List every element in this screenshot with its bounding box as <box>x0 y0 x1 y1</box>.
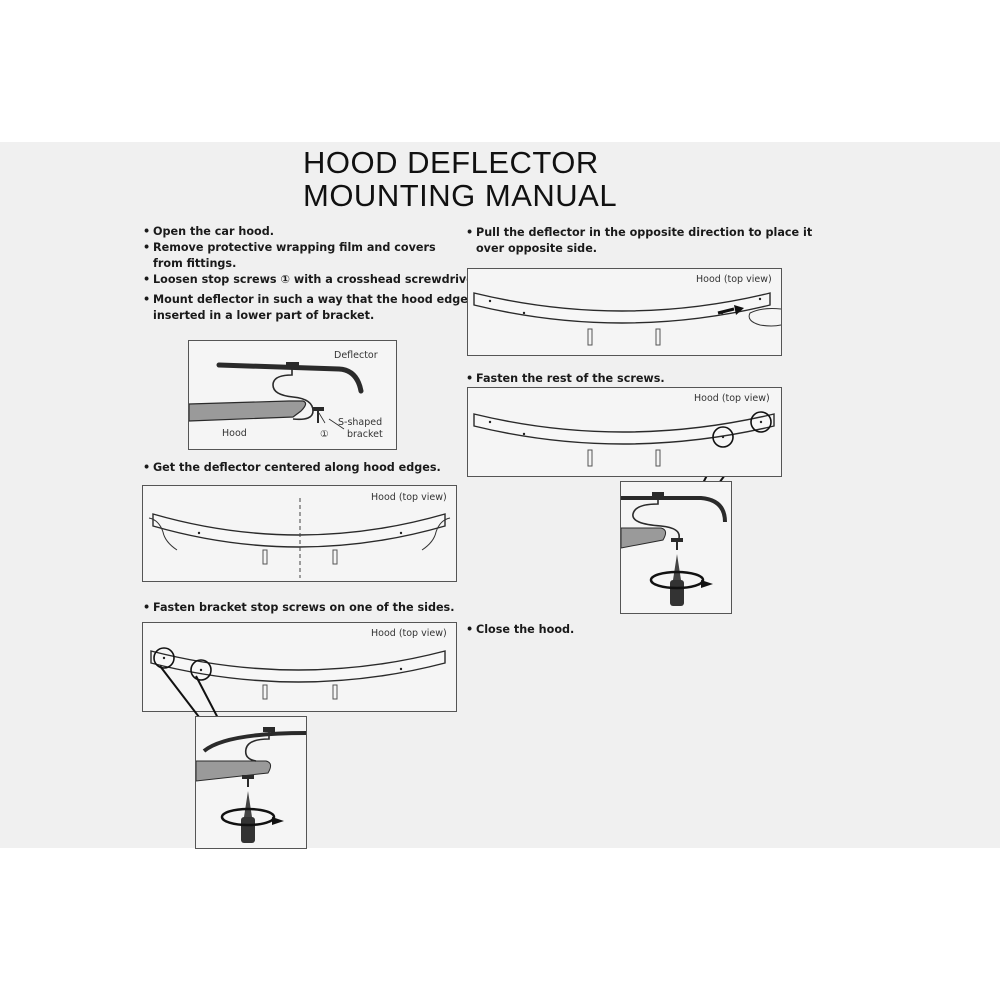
centered-top-view-figure: Hood (top view) <box>142 485 457 582</box>
screwdriver-detail-drawing <box>196 727 306 843</box>
s-shaped-bracket-shape <box>244 731 270 762</box>
bracket-side-view-drawing <box>189 362 364 430</box>
deflector-label: Deflector <box>334 350 378 361</box>
step-open-hood: •Open the car hood. <box>143 225 274 238</box>
step-mount-deflector: •Mount deflector in such a way that the … <box>143 293 483 322</box>
stop-screw-head <box>671 538 683 542</box>
deflector-shape <box>202 731 306 753</box>
rotate-arrow-icon <box>220 807 276 827</box>
screw-highlight-circle <box>712 426 734 448</box>
hood-label: Hood <box>222 428 247 439</box>
screwdriver-detail-drawing <box>621 492 727 606</box>
top-view-label: Hood (top view) <box>696 274 772 285</box>
step-center-deflector: •Get the deflector centered along hood e… <box>143 461 441 474</box>
pull-top-view-figure: Hood (top view) <box>467 268 782 356</box>
pull-top-view-drawing <box>473 292 781 346</box>
deflector-shape <box>621 496 727 523</box>
screwdriver-detail-left <box>195 716 307 849</box>
deflector-top-shape <box>473 413 775 445</box>
s-shaped-bracket-shape <box>632 496 680 539</box>
top-view-label: Hood (top view) <box>694 393 770 404</box>
step-loosen-screws: •Loosen stop screws ① with a crosshead s… <box>143 273 482 286</box>
deflector-shape <box>216 362 364 394</box>
one-side-top-view-figure: Hood (top view) <box>142 622 457 712</box>
top-view-label: Hood (top view) <box>371 492 447 503</box>
s-shaped-bracket-shape <box>272 367 314 421</box>
screw-leader-line <box>318 412 326 424</box>
hand-icon <box>748 308 781 327</box>
rest-screws-top-view-drawing <box>473 411 775 467</box>
manual-title-line2: MOUNTING MANUAL <box>303 178 618 213</box>
rest-screws-top-view-figure: Hood (top view) <box>467 387 782 477</box>
screwdriver-detail-right <box>620 481 732 614</box>
screwdriver-icon <box>244 791 252 817</box>
pull-arrow-icon <box>717 307 735 315</box>
step-fasten-rest: •Fasten the rest of the screws. <box>466 372 665 385</box>
rotate-arrow-icon <box>649 570 705 590</box>
centered-top-view-drawing <box>148 498 451 578</box>
screw-highlight-circle <box>750 411 772 433</box>
step-fasten-one-side: •Fasten bracket stop screws on one of th… <box>143 601 455 614</box>
top-view-label: Hood (top view) <box>371 628 447 639</box>
bracket-side-view-figure: Deflector Hood S-shaped bracket ① <box>188 340 397 450</box>
step-close-hood: •Close the hood. <box>466 623 575 636</box>
deflector-top-shape <box>152 513 446 548</box>
screw-marker-label: ① <box>320 429 329 440</box>
bracket-label: bracket <box>347 429 383 440</box>
step-remove-film: •Remove protective wrapping film and cov… <box>143 241 436 270</box>
deflector-top-shape <box>473 292 771 324</box>
bracket-clip <box>286 362 299 367</box>
hood-edge-shape <box>189 400 307 422</box>
right-hand-icon <box>421 517 451 551</box>
screwdriver-icon <box>673 554 681 580</box>
stop-screw-head <box>313 407 324 411</box>
step-pull-opposite: •Pull the deflector in the opposite dire… <box>466 226 813 255</box>
bracket-tab <box>332 549 338 565</box>
bracket-leader-line <box>328 418 345 430</box>
s-shaped-label: S-shaped <box>338 417 383 428</box>
bracket-tab <box>262 549 268 565</box>
left-hand-icon <box>148 517 178 551</box>
manual-title-line1: HOOD DEFLECTOR <box>303 145 599 180</box>
stop-screw-head <box>242 775 254 779</box>
